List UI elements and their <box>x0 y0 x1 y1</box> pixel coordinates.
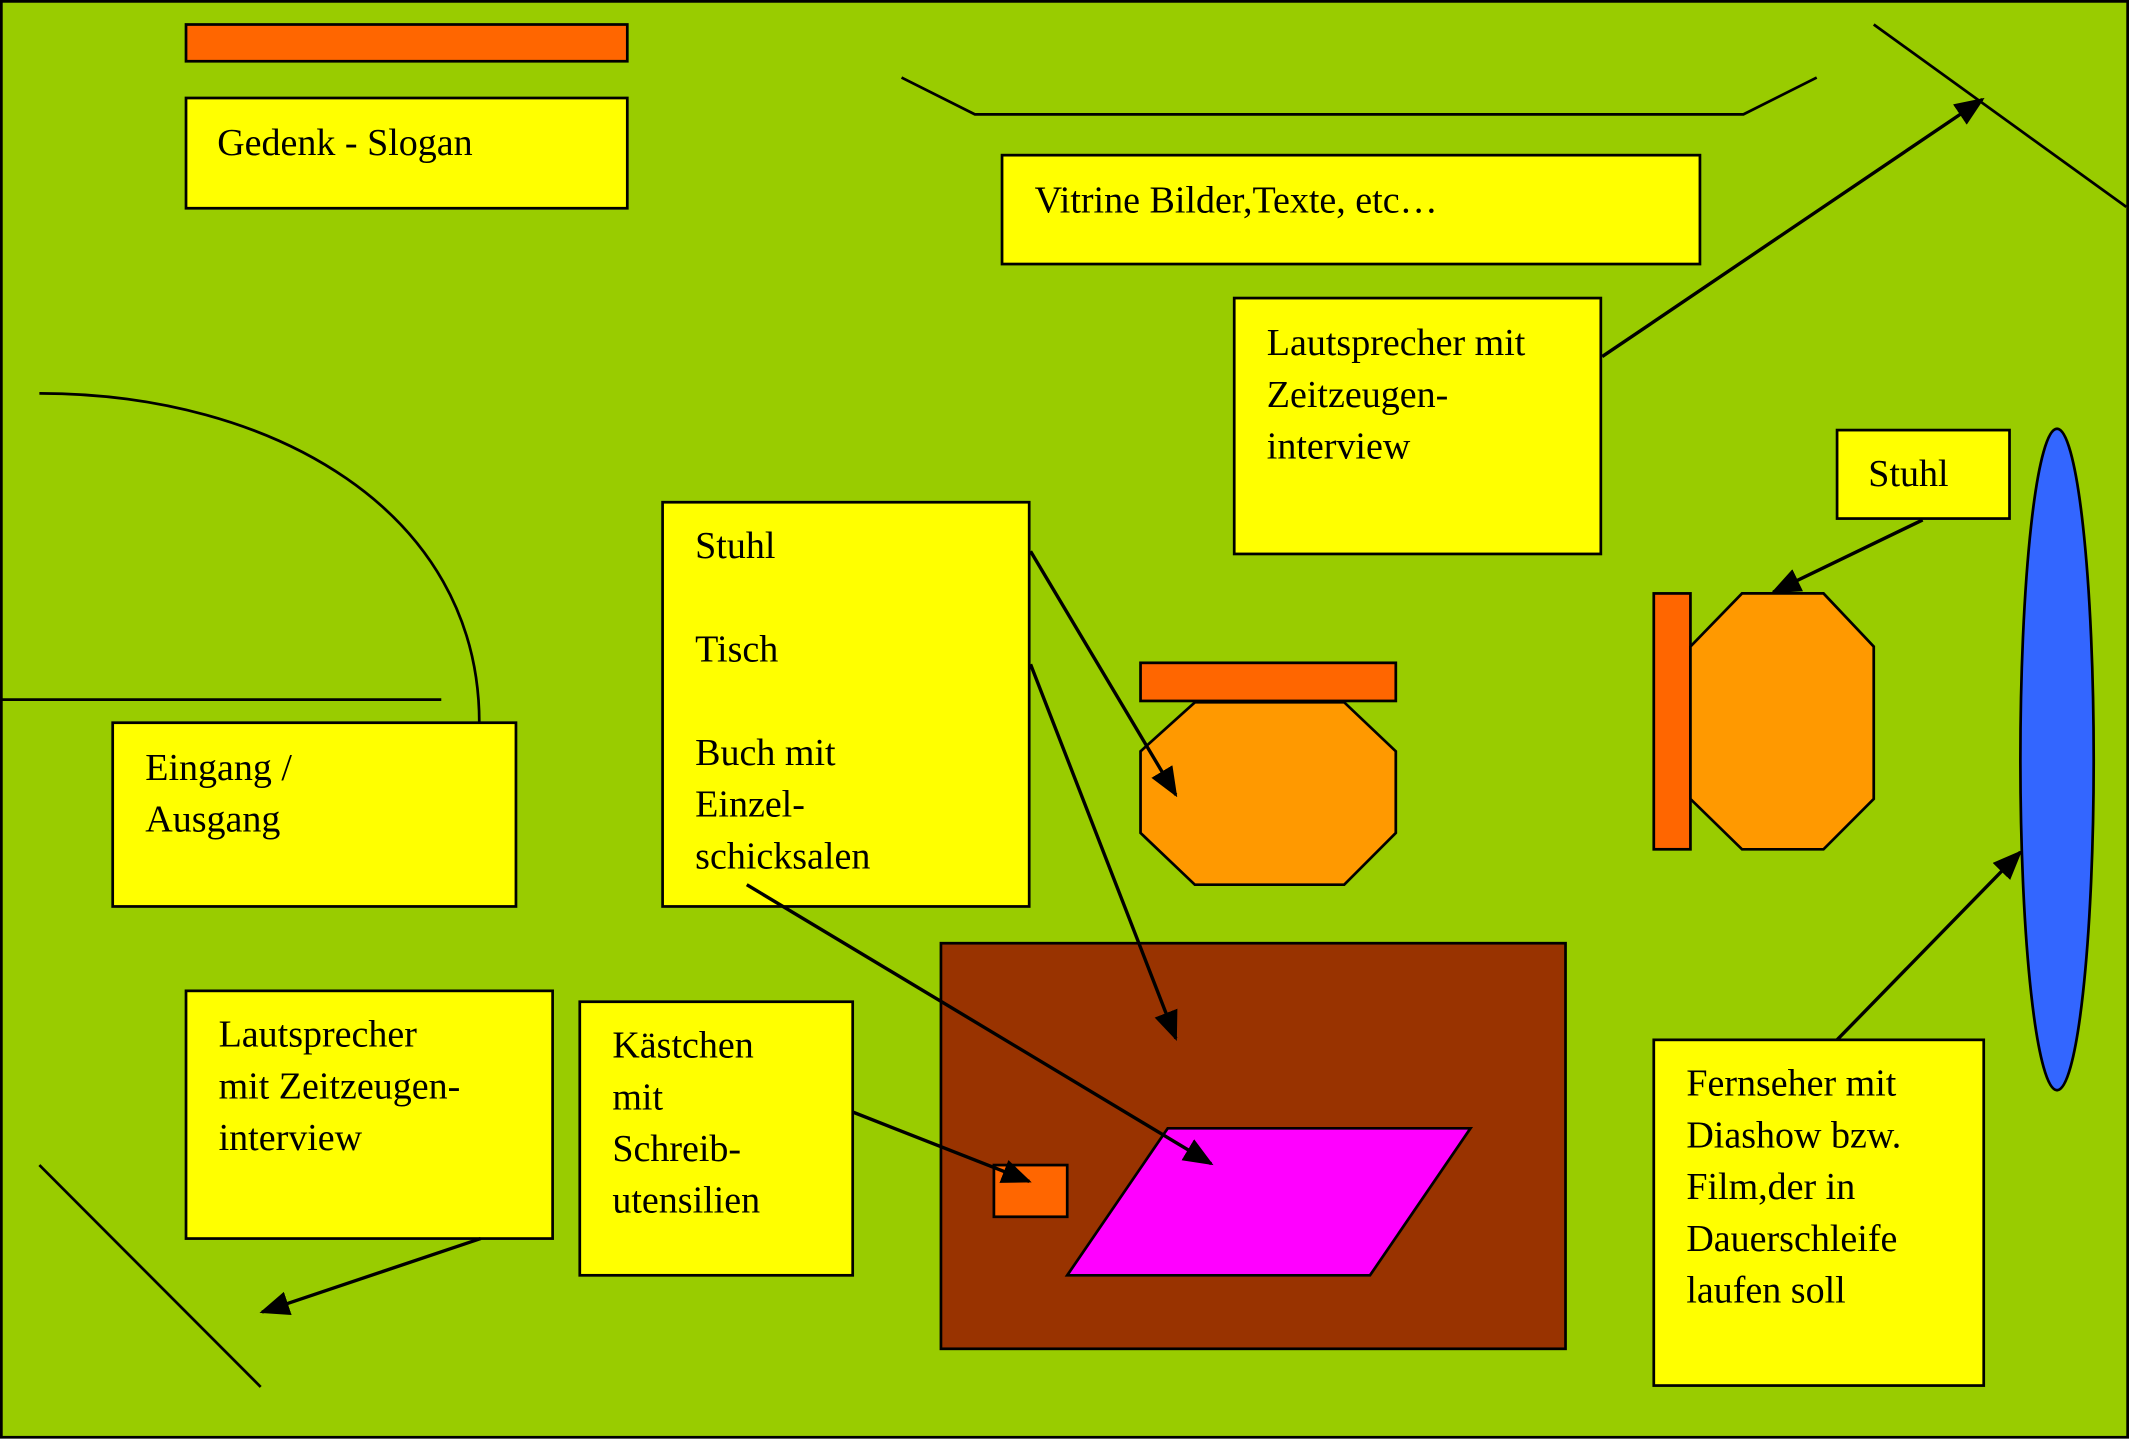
arrow-to-table <box>1028 663 1178 1042</box>
arrow-to-book <box>745 883 1214 1166</box>
speaker-top-label-box: Lautsprecher mit Zeitzeugen- interview <box>1232 296 1603 556</box>
label-line: Dauerschleife <box>1686 1218 1897 1260</box>
table-group-label-box: Stuhl Tisch Buch mit Einzel- schicksalen <box>661 500 1031 908</box>
chair-right-label-box: Stuhl <box>1835 428 2011 520</box>
svg-text:Vitrine Bilder,Texte, etc…: Vitrine Bilder,Texte, etc… <box>1035 179 1438 221</box>
arrow-tv <box>1835 850 2023 1042</box>
speaker-wall-top-right <box>1872 23 2128 208</box>
label-line: mit <box>612 1076 663 1118</box>
door-swing-arc <box>39 391 481 723</box>
label-line: interview <box>219 1117 363 1159</box>
arrow-to-chair-middle <box>1029 550 1178 798</box>
label-line: Zeitzeugen- <box>1267 374 1448 416</box>
chair-seat-middle <box>1139 700 1398 887</box>
label-line: Schreib- <box>612 1128 741 1170</box>
arrow-speaker-bottom <box>259 1236 482 1316</box>
label-line: Eingang / <box>145 747 292 789</box>
label-line: mit Zeitzeugen- <box>219 1065 461 1107</box>
tv-screen <box>2019 427 2096 1092</box>
entrance-label-box: Eingang / Ausgang <box>111 721 518 908</box>
svg-text:Lautsprecher mit Zeitzeu: Lautsprecher mit Zeitzeugen- interview <box>219 1014 470 1159</box>
label-line: interview <box>1267 426 1411 468</box>
label-line: schicksalen <box>695 835 870 877</box>
label-line: Ausgang <box>145 799 280 841</box>
book <box>1064 1126 1474 1277</box>
arrow-speaker-top <box>1601 97 1985 359</box>
vitrine-label-box: Vitrine Bilder,Texte, etc… <box>1000 153 1702 266</box>
label-line: Tisch <box>695 628 778 670</box>
label-line: Vitrine Bilder,Texte, etc… <box>1035 179 1438 221</box>
label-line: Gedenk - Slogan <box>217 122 472 164</box>
label-line: Einzel- <box>695 784 805 826</box>
vitrine-outline <box>900 76 1818 116</box>
svg-text:Stuhl: Stuhl <box>1868 453 1948 495</box>
label-line: Film,der in <box>1686 1166 1855 1208</box>
slogan-banner <box>184 23 629 63</box>
label-line: Fernseher mit <box>1686 1063 1896 1105</box>
label-line: Stuhl <box>695 525 775 567</box>
speaker-wall-bottom-left <box>38 1164 262 1388</box>
label-line: Lautsprecher <box>219 1014 418 1056</box>
label-line: Lautsprecher mit <box>1267 322 1526 364</box>
tv-label-box: Fernseher mit Diashow bzw. Film,der in D… <box>1652 1038 1986 1387</box>
speaker-bottom-label-box: Lautsprecher mit Zeitzeugen- interview <box>184 989 554 1240</box>
label-line: utensilien <box>612 1180 760 1222</box>
label-line: laufen soll <box>1686 1269 1845 1311</box>
chair-backrest-middle <box>1139 661 1398 703</box>
arrow-utensil-box <box>852 1110 1032 1183</box>
svg-text:Fernseher mit Diashow bz: Fernseher mit Diashow bzw. Film,der in D… <box>1686 1063 1910 1312</box>
svg-text:Stuhl Tisch Buch m: Stuhl Tisch Buch mit Einzel- schicksalen <box>695 525 870 877</box>
chair-seat-right <box>1689 592 1876 851</box>
label-line: Stuhl <box>1868 453 1948 495</box>
arrow-chair-right <box>1770 518 1924 594</box>
svg-text:Kästchen mit Schre: Kästchen mit Schreib- utensilien <box>612 1025 763 1222</box>
svg-text:Gedenk - Slogan: Gedenk - Slogan <box>217 122 472 164</box>
label-line: Kästchen <box>612 1025 753 1067</box>
utensil-label-box: Kästchen mit Schreib- utensilien <box>578 1000 855 1277</box>
label-line: Buch mit <box>695 732 836 774</box>
svg-text:Lautsprecher mit Zeitzeu: Lautsprecher mit Zeitzeugen- interview <box>1267 322 1535 467</box>
label-line: Diashow bzw. <box>1686 1114 1901 1156</box>
chair-backrest-right <box>1652 592 1692 851</box>
slogan-label-box: Gedenk - Slogan <box>184 96 629 210</box>
svg-text:Eingang / Ausgang: Eingang / Ausgang <box>145 747 301 841</box>
